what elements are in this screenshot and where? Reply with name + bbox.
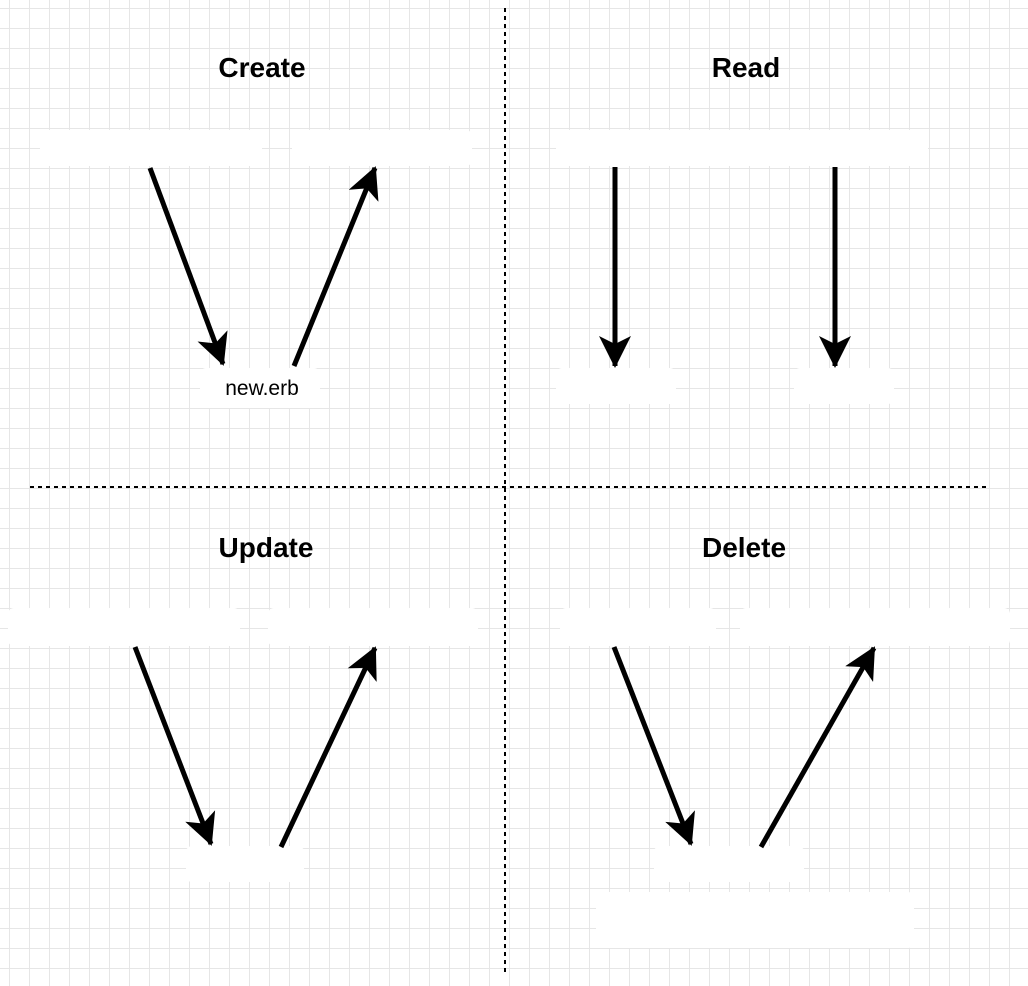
blank-label-update-right <box>268 608 478 646</box>
blank-label-create-right <box>292 130 472 166</box>
create-arrow-down <box>147 167 228 366</box>
title-update: Update <box>218 532 314 563</box>
blank-label-update-left <box>8 608 240 646</box>
blank-label-read-top <box>556 130 928 166</box>
blank-label-read-bottom-left <box>556 368 676 404</box>
delete-arrow-down <box>611 646 695 846</box>
blank-label-delete-bottom <box>654 846 804 882</box>
blank-label-delete-right <box>740 608 1010 646</box>
title-create: Create <box>218 52 306 83</box>
update-arrow-up <box>278 646 378 849</box>
update-arrow-down <box>132 646 216 846</box>
blank-label-create-bottom <box>200 368 320 408</box>
blank-label-read-bottom-right <box>794 368 894 404</box>
blank-label-create-left <box>40 130 262 166</box>
title-delete: Delete <box>701 532 787 563</box>
blank-label-delete-extra <box>596 892 914 948</box>
title-read: Read <box>711 52 781 83</box>
blank-label-delete-left <box>560 608 716 646</box>
blank-label-update-bottom <box>186 846 304 882</box>
delete-arrow-up <box>758 646 877 849</box>
create-arrow-up <box>291 166 379 367</box>
label-new-erb: new.erb <box>225 377 299 400</box>
